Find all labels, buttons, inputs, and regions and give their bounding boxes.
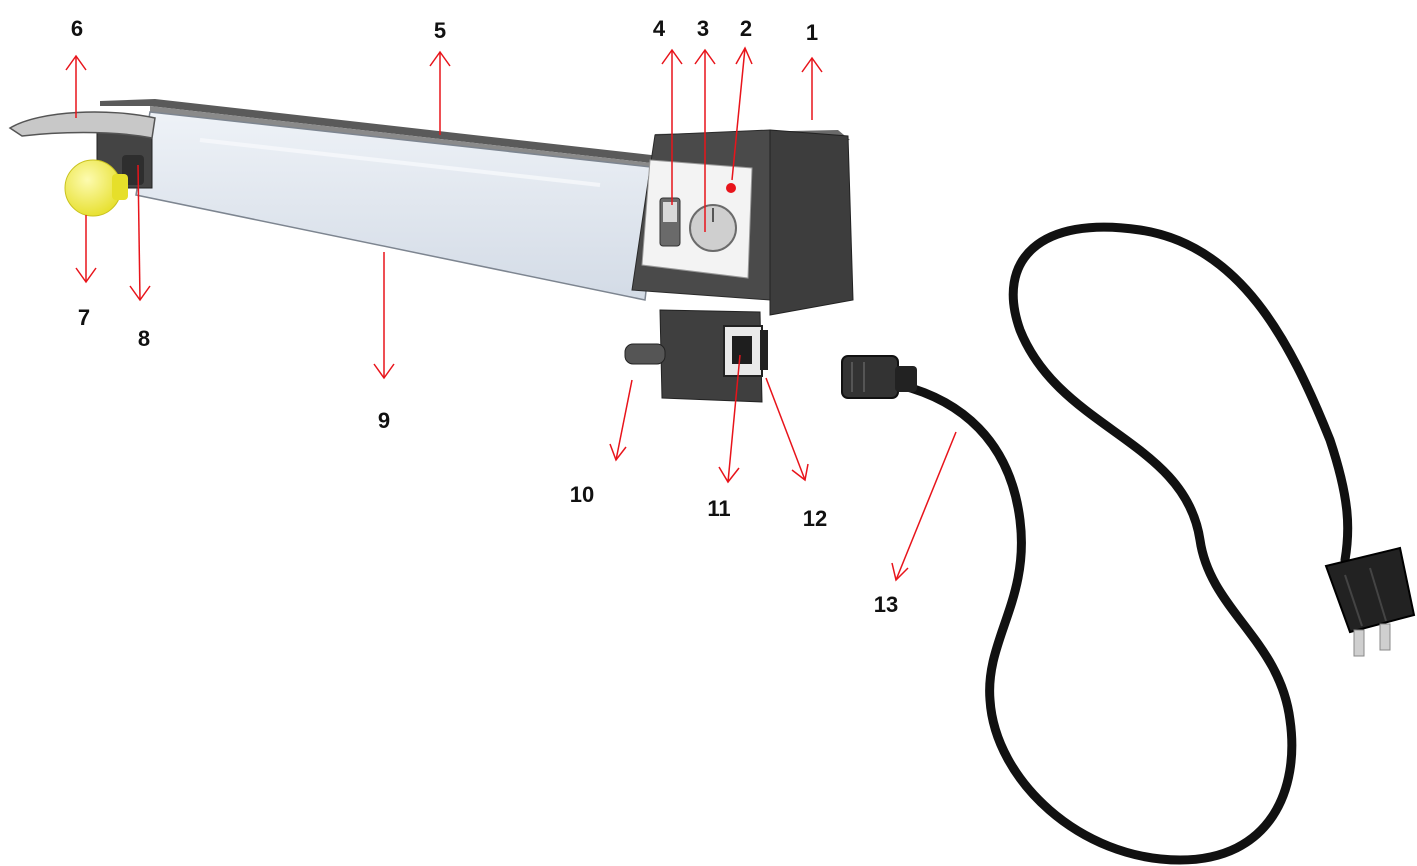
- callout-arrow: [615, 379, 633, 461]
- callout-label: 10: [570, 482, 594, 507]
- control-housing: [624, 129, 854, 403]
- lamp-end: [8, 111, 156, 217]
- callout-label: 1: [806, 20, 818, 45]
- callout-4: 4: [653, 16, 683, 205]
- arrow-head: [718, 466, 740, 484]
- arrow-head: [609, 443, 627, 462]
- callout-label: 7: [78, 305, 90, 330]
- callout-13: 13: [874, 431, 957, 617]
- callout-label: 2: [740, 16, 752, 41]
- arrow-head: [75, 267, 97, 284]
- arrow-head: [791, 463, 809, 482]
- callout-label: 13: [874, 592, 898, 617]
- housing-side: [769, 129, 854, 316]
- fuse-holder: [760, 330, 768, 370]
- arrow-head: [661, 48, 683, 65]
- arrow-head: [735, 46, 753, 65]
- arrow-head: [429, 50, 451, 67]
- callout-label: 5: [434, 18, 446, 43]
- tube-highlight: [199, 138, 601, 187]
- arrow-head: [891, 562, 909, 582]
- tube-assembly: [100, 99, 661, 301]
- callout-label: 3: [697, 16, 709, 41]
- power-cord: [841, 222, 1416, 865]
- reflector-shield: [8, 111, 156, 139]
- tube-top-rail: [100, 99, 660, 164]
- arrow-head: [65, 54, 87, 71]
- arrow-head: [801, 56, 823, 73]
- arrow-head: [129, 285, 151, 302]
- indicator-light: [726, 183, 736, 193]
- callout-label: 11: [707, 496, 730, 521]
- callout-arrow: [731, 47, 746, 181]
- arrow-head: [373, 363, 395, 380]
- inlet-socket: [732, 336, 752, 364]
- callout-6: 6: [65, 16, 87, 118]
- callout-arrow: [895, 431, 957, 581]
- callout-8: 8: [129, 164, 151, 351]
- control-knob: [689, 204, 737, 252]
- callout-label: 12: [803, 506, 827, 531]
- callout-3: 3: [694, 16, 716, 232]
- callout-label: 9: [378, 408, 390, 433]
- arrow-head: [694, 48, 716, 65]
- callout-12: 12: [765, 377, 827, 531]
- callout-label: 6: [71, 16, 83, 41]
- callout-11: 11: [707, 354, 741, 521]
- callout-10: 10: [570, 379, 633, 507]
- callout-label: 8: [138, 326, 150, 351]
- callout-9: 9: [373, 252, 395, 433]
- switch-rocker: [663, 202, 677, 222]
- cord-cable: [895, 222, 1353, 865]
- callout-7: 7: [75, 215, 97, 330]
- iec-connector: [841, 355, 917, 399]
- callout-label: 4: [653, 16, 666, 41]
- lamp-bulb-neck: [112, 174, 128, 200]
- mains-plug: [1324, 546, 1416, 657]
- callout-2: 2: [731, 16, 753, 181]
- callout-arrow: [727, 354, 741, 483]
- callout-1: 1: [801, 20, 823, 120]
- callout-5: 5: [429, 18, 451, 135]
- mount-pin: [624, 343, 666, 365]
- callout-arrow: [765, 377, 806, 481]
- callout-arrow: [137, 164, 141, 301]
